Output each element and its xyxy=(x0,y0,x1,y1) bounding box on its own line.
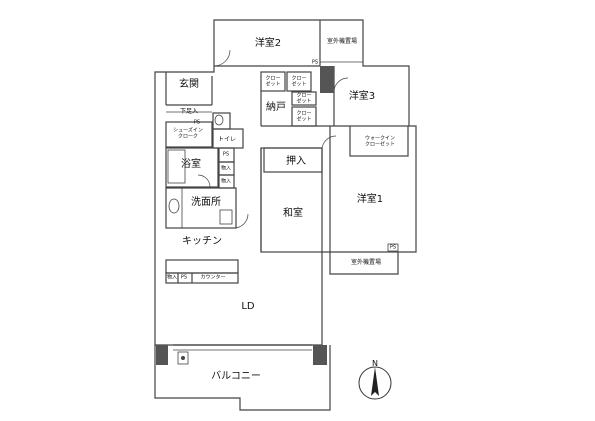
mono-label-2: 物入 xyxy=(220,178,232,185)
counter-label: カウンター xyxy=(200,274,226,281)
compass-north-label: N xyxy=(372,359,378,368)
ps-label-3: PS xyxy=(222,151,230,158)
room-bath: 浴室 xyxy=(181,159,201,170)
room-balcony: バルコニー xyxy=(211,371,261,382)
outer-wall xyxy=(154,19,417,346)
room-western-1: 洋室1 xyxy=(356,194,384,205)
outdoor-unit-label-right: 室外機置場 xyxy=(350,259,382,266)
room-kitchen: キッチン xyxy=(182,236,222,247)
shoes-in-cloak-label: シューズイン クローク xyxy=(173,127,203,139)
ps-label-4: PS xyxy=(389,244,397,251)
closet-a: クロー ゼット xyxy=(265,75,281,87)
room-entrance: 玄関 xyxy=(179,79,199,90)
room-storage: 納戸 xyxy=(266,102,286,113)
ps-label-1: PS xyxy=(311,59,319,66)
mono-label-1: 物入 xyxy=(220,165,232,172)
shoe-rack-label: 下足入 xyxy=(179,108,199,115)
closet-d: クロー ゼット xyxy=(296,110,312,122)
room-ld: LD xyxy=(241,301,255,312)
toilet-label: トイレ xyxy=(217,136,237,143)
room-washroom: 洗面所 xyxy=(191,197,221,208)
closet-c: クロー ゼット xyxy=(296,92,312,104)
room-japanese: 和室 xyxy=(283,208,303,219)
ps-label-5: PS xyxy=(180,274,188,281)
mono-label-3: 物入 xyxy=(166,274,178,281)
room-western-3: 洋室3 xyxy=(348,91,376,102)
compass xyxy=(358,366,392,400)
room-oshiire: 押入 xyxy=(286,156,306,167)
outdoor-unit-label-top: 室外機置場 xyxy=(326,38,358,45)
room-western-2: 洋室2 xyxy=(254,38,282,49)
walk-in-closet-label: ウォークイン クローゼット xyxy=(364,135,396,147)
ps-label-2: PS xyxy=(193,119,201,126)
closet-b: クロー ゼット xyxy=(291,75,307,87)
balcony-outline xyxy=(154,345,331,411)
